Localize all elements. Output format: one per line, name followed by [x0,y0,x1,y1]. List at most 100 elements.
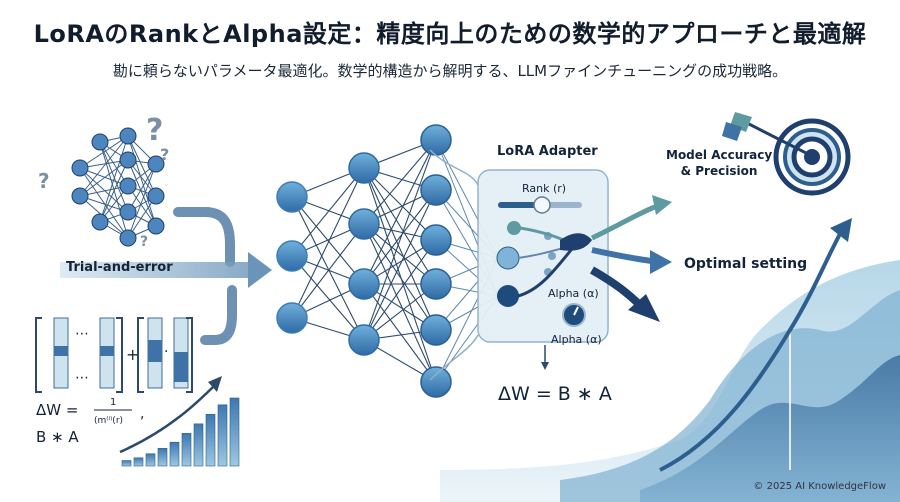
network-edge [363,139,437,285]
rank-slider[interactable] [498,196,582,214]
alpha-label-bottom: Alpha (α) [551,333,602,346]
trial-edge [99,141,129,187]
optimal-setting-label: Optimal setting [684,256,808,272]
trial-node [147,187,165,205]
adapter-output-arrow [541,345,549,370]
network-edge [363,139,437,225]
network-edge [363,167,437,285]
network-node [348,208,380,240]
growth-bar [181,433,192,467]
question-mark-icons: ? ? ? ? [38,113,169,250]
accuracy-curves [440,218,900,502]
trial-node [91,133,109,151]
matrix-dots-1: ⋯ [75,326,89,342]
trial-node [71,187,89,205]
main-network [276,124,499,398]
trial-edge [127,135,157,227]
adapter-formula: ΔW = B ∗ A [498,383,612,405]
growth-arrow [119,384,216,454]
trial-node [147,217,165,235]
target-icon [722,112,851,196]
network-edge [363,167,437,241]
trial-node [91,213,109,231]
matrix-dots-2: ⋯ [75,370,89,386]
output-arrows [590,195,672,322]
growth-bar [217,404,228,467]
svg-text:?: ? [38,169,50,193]
trial-label: Trial-and-error [66,260,173,275]
trial-edge [127,163,157,239]
network-node [276,240,308,272]
page-subtitle: 勘に頼らないパラメータ最適化。数学的構造から解明する、LLMファインチューニング… [112,62,788,80]
network-node [420,124,452,156]
network-edge [363,167,438,384]
network-edge [363,283,437,383]
trial-arrow [60,207,272,345]
trial-edge [79,167,129,213]
network-node [276,302,308,334]
trial-edge [79,167,129,239]
accuracy-label-line1: Model Accuracy [666,148,773,162]
svg-text:?: ? [160,145,169,164]
rank-label: Rank (r) [522,182,566,195]
network-edge [363,239,437,341]
network-edge [363,167,437,332]
trial-node [119,127,137,145]
network-edge [291,223,365,319]
trial-edge [99,141,129,213]
adapter-nodes [496,221,592,307]
page-title: LoRAのRankとAlpha設定：精度向上のための数学的アプローチと最適解 [33,20,867,48]
growth-bar [169,441,180,467]
network-edge [363,223,437,331]
trial-edge [79,159,129,197]
formula-denominator: (m⁽ⁱ⁾(r) [94,416,123,426]
network-edge [291,255,365,341]
trial-edge [79,135,129,197]
trial-node [147,155,165,173]
alpha-knob[interactable] [562,303,586,327]
network-edge [363,189,437,341]
trial-edge [127,159,157,227]
formula-ba: B ∗ A [36,428,79,446]
alpha-label-top: Alpha (α) [548,287,599,300]
trial-node [71,159,89,177]
trial-network [71,127,165,247]
network-edge [291,167,365,257]
trial-edge [127,163,157,213]
plus-sign: + [126,345,139,364]
network-edge [291,167,365,319]
copyright-text: © 2025 AI KnowledgeFlow [753,481,886,492]
adapter-title: LoRA Adapter [497,144,598,159]
network-node [348,268,380,300]
svg-text:?: ? [146,113,163,148]
trial-edge [79,135,129,169]
growth-bar [145,453,156,467]
network-node [276,181,308,213]
network-node [420,224,452,256]
trial-edge [79,167,129,187]
formula-numerator: 1 [110,397,116,408]
network-node [420,314,452,346]
matrices [35,317,193,393]
growth-bar [193,423,204,467]
trial-node [119,203,137,221]
network-edge [363,189,437,285]
growth-bar [157,448,168,467]
trial-edge [99,159,129,223]
network-edge [291,196,365,341]
formula-delta: ΔW = [36,401,78,419]
trial-edge [127,135,157,197]
growth-bar [205,414,216,467]
growth-bar [121,460,132,467]
growth-bars [121,397,240,467]
trial-node [119,177,137,195]
accuracy-label-line2: & Precision [680,164,758,178]
network-node [420,268,452,300]
trial-node [119,151,137,169]
growth-bar [229,397,240,467]
network-edge [363,138,438,341]
trial-edge [99,135,129,223]
formula-comma: , [140,406,144,422]
trial-node [119,229,137,247]
